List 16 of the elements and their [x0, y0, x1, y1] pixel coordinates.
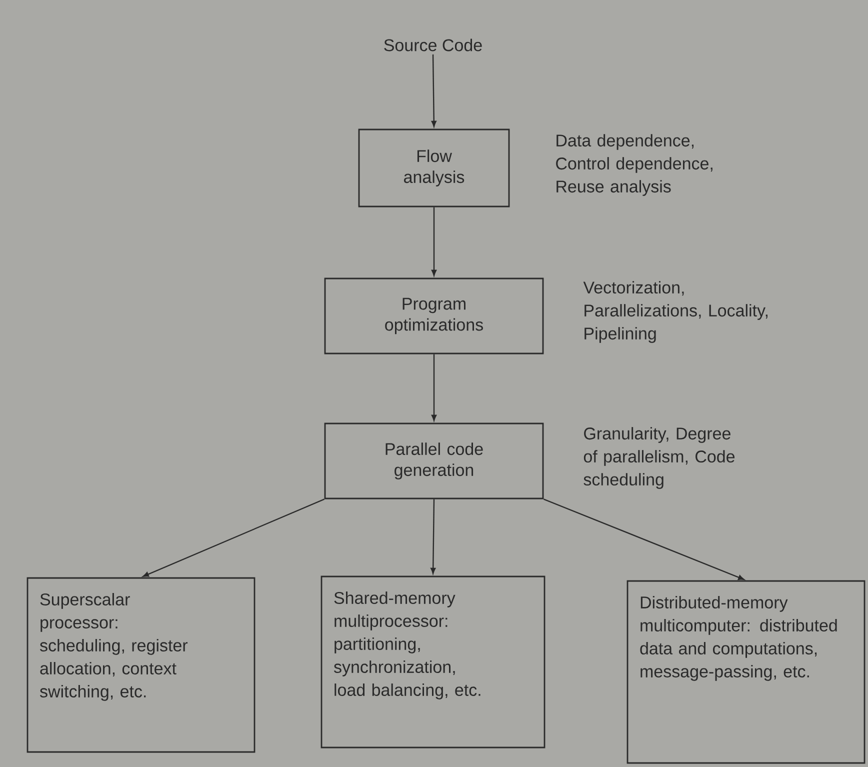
process-box: Program optimizations	[324, 278, 544, 354]
annotation-text: Granularity, Degree of parallelism, Code scheduling	[584, 427, 735, 489]
annotation-text: Data dependence, Control dependence, Reuse analysis	[556, 134, 712, 196]
arrow	[430, 499, 436, 574]
arrow	[431, 54, 436, 127]
arrow	[431, 207, 437, 276]
target-box: Superscalar processor: scheduling, register allocation, context switching, etc.	[26, 577, 256, 753]
arrow	[543, 498, 744, 580]
target-box: Distributed-memory multicomputer: distributed data and computations, message-passing, etc.	[626, 580, 866, 764]
target-box: Shared-memory multiprocessor: partitioning, synchronization, load balancing, etc.	[320, 576, 546, 748]
node-label: Source Code	[384, 38, 482, 52]
process-box: Flow analysis	[358, 128, 510, 208]
annotation-text: Vectorization, Parallelizations, Locality, Pipelining	[583, 281, 768, 343]
arrow	[142, 498, 325, 577]
arrow	[431, 354, 437, 421]
process-box: Parallel code generation	[324, 422, 544, 500]
